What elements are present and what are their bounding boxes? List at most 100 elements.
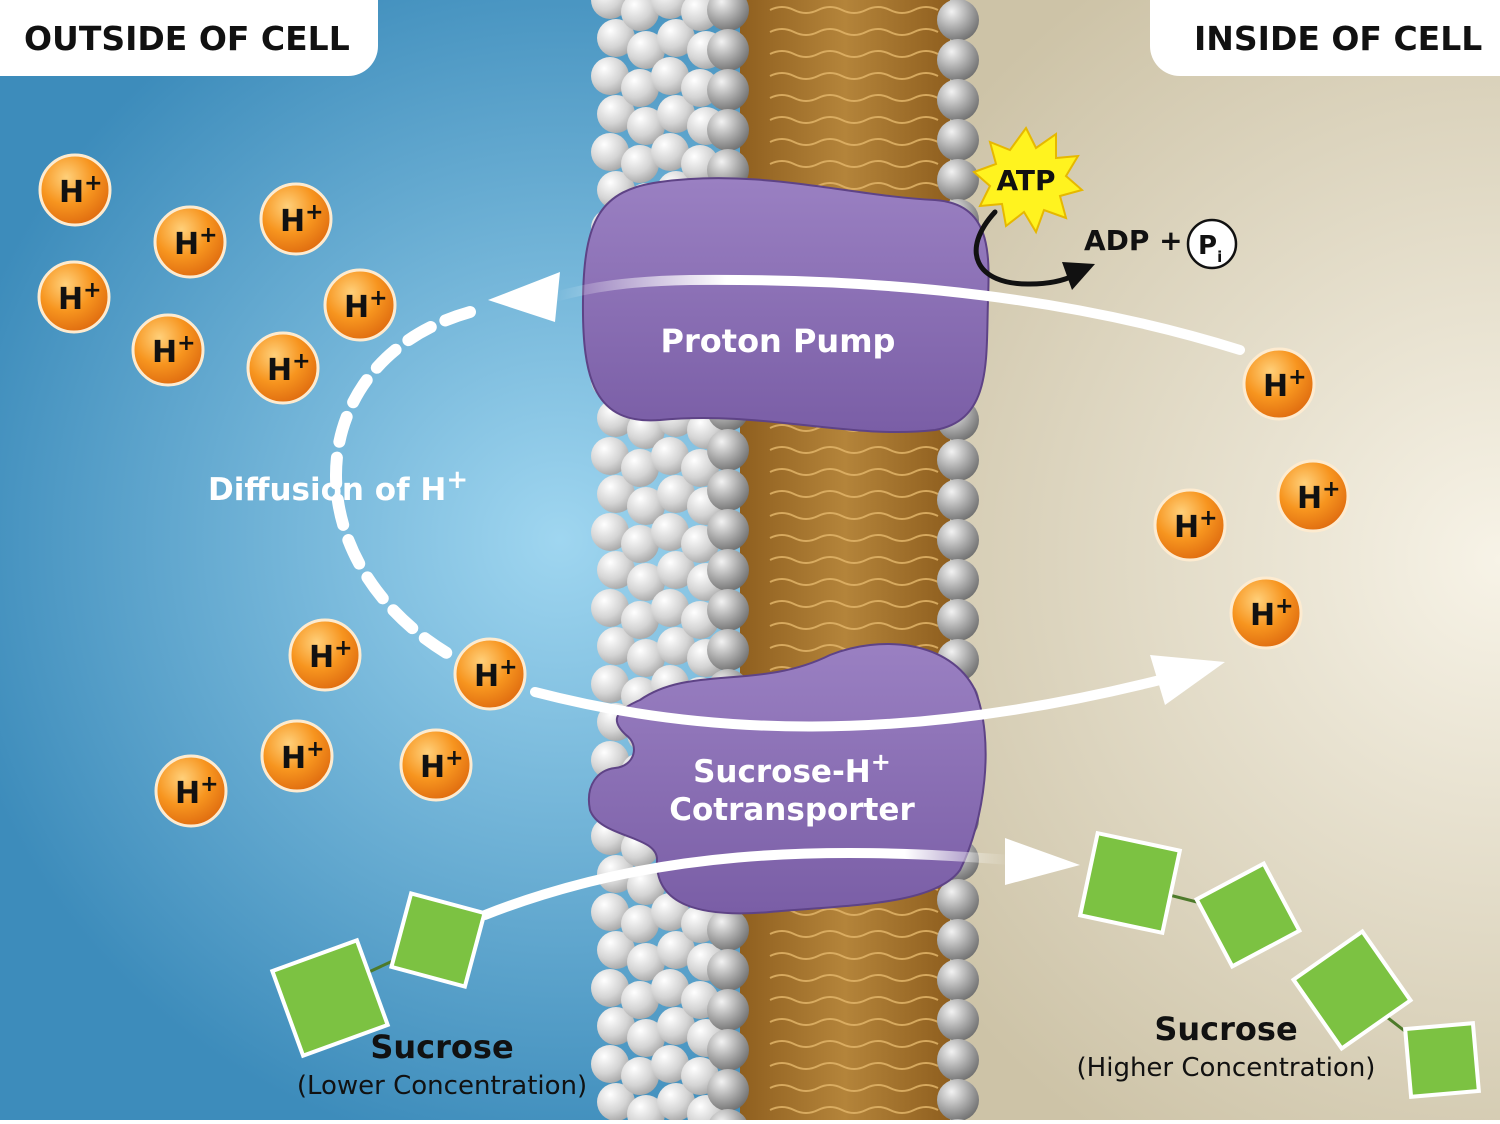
proton: H+ (1153, 488, 1227, 562)
lipid-head (937, 159, 979, 201)
lipid-head (591, 0, 629, 19)
lipid-head (591, 893, 629, 931)
phosphate-circle (1186, 218, 1238, 270)
lipid-head (597, 551, 635, 589)
lipid-head (707, 509, 749, 551)
pump-arrowhead (488, 272, 560, 322)
lipid-tail (769, 556, 939, 564)
proton-label: H+ (281, 737, 325, 776)
lipid-head (621, 905, 659, 943)
proton-label: H+ (1263, 365, 1307, 404)
lipid-head (621, 1057, 659, 1095)
lipid-head (707, 589, 749, 631)
lipid-head (651, 133, 689, 171)
sucrose-cotransporter (587, 643, 987, 915)
lipid-head (707, 1069, 749, 1111)
outside-of-cell-label: OUTSIDE OF CELL (0, 0, 378, 76)
proton: H+ (153, 205, 227, 279)
lipid-head (937, 919, 979, 961)
lipid-head (597, 19, 635, 57)
lipid-tail (769, 446, 939, 454)
lipid-tail (769, 1062, 939, 1070)
lipid-head (707, 629, 749, 671)
proton-label: H+ (58, 278, 102, 317)
lipid-head (597, 931, 635, 969)
lipid-head (937, 999, 979, 1041)
lipid-head (937, 39, 979, 81)
lipid-head (707, 909, 749, 951)
proton: H+ (37, 260, 111, 334)
lipid-tail (769, 490, 939, 498)
proton: H+ (259, 182, 333, 256)
lipid-head (707, 29, 749, 71)
lipid-head (657, 551, 695, 589)
phosphate-label: Pi (1198, 231, 1222, 266)
lipid-head (651, 589, 689, 627)
lipid-tail (769, 468, 939, 476)
lipid-head (627, 487, 665, 525)
proton: H+ (288, 618, 362, 692)
sucrose-outside-sublabel: (Lower Concentration) (297, 1071, 587, 1101)
lipid-head (707, 989, 749, 1031)
lipid-tail (769, 930, 939, 938)
lipid-head (597, 1083, 635, 1121)
lipid-head (937, 1079, 979, 1121)
sucrose-fructose-unit (1193, 860, 1303, 970)
lipid-head (937, 879, 979, 921)
atp-hydrolysis-arrowhead (1062, 262, 1095, 290)
proton: H+ (453, 637, 527, 711)
lipid-head (621, 601, 659, 639)
proton-label: H+ (1174, 506, 1218, 545)
lipid-head (657, 931, 695, 969)
proton-label: H+ (344, 286, 388, 325)
lipid-tail (769, 6, 939, 14)
lipid-head (937, 439, 979, 481)
lipid-head (597, 1007, 635, 1045)
cotransport-proton-arrowhead (1150, 655, 1225, 705)
lipid-head (937, 599, 979, 641)
lipid-head (937, 119, 979, 161)
diffusion-label: Diffusion of H+ (208, 465, 468, 508)
proton: H+ (131, 313, 205, 387)
lipid-head (627, 107, 665, 145)
lipid-head (591, 57, 629, 95)
sucrose-glucose-unit (1077, 830, 1183, 936)
proton-pump (581, 177, 990, 433)
lipid-bilayer (591, 0, 979, 1124)
lipid-tail (769, 600, 939, 608)
lipid-tail (769, 952, 939, 960)
lipid-head (597, 627, 635, 665)
proton: H+ (1229, 576, 1303, 650)
proton-pump-label: Proton Pump (661, 322, 896, 360)
lipid-head (937, 559, 979, 601)
lipid-head (591, 665, 629, 703)
atp-label: ATP (996, 164, 1055, 197)
sucrose-glucose-unit (1290, 928, 1414, 1052)
sucrose-outside (269, 891, 487, 1059)
lipid-head (591, 969, 629, 1007)
lipid-head (657, 475, 695, 513)
sucrose-fructose-unit (1402, 1020, 1482, 1100)
lipid-tail (769, 72, 939, 80)
lipid-head (621, 145, 659, 183)
lipid-head (627, 639, 665, 677)
proton-label: H+ (152, 331, 196, 370)
lipid-head (657, 627, 695, 665)
lipid-head (707, 69, 749, 111)
lipid-tail (769, 1106, 939, 1114)
sucrose-inside-sublabel: (Higher Concentration) (1077, 1053, 1376, 1083)
proton-label: H+ (280, 200, 324, 239)
lipid-tail (769, 1018, 939, 1026)
lipid-tail (769, 908, 939, 916)
lipid-tail (769, 160, 939, 168)
proton-label: H+ (267, 349, 311, 388)
lipid-tail (769, 138, 939, 146)
lipid-head (597, 95, 635, 133)
sucrose-transport-arrowhead (1005, 838, 1080, 885)
lipid-head (627, 1019, 665, 1057)
lipid-head (591, 589, 629, 627)
lipid-tail (769, 578, 939, 586)
atp-hydrolysis-arrow (973, 209, 1078, 287)
sucrose-inside-2 (1290, 928, 1482, 1100)
lipid-head (937, 0, 979, 41)
